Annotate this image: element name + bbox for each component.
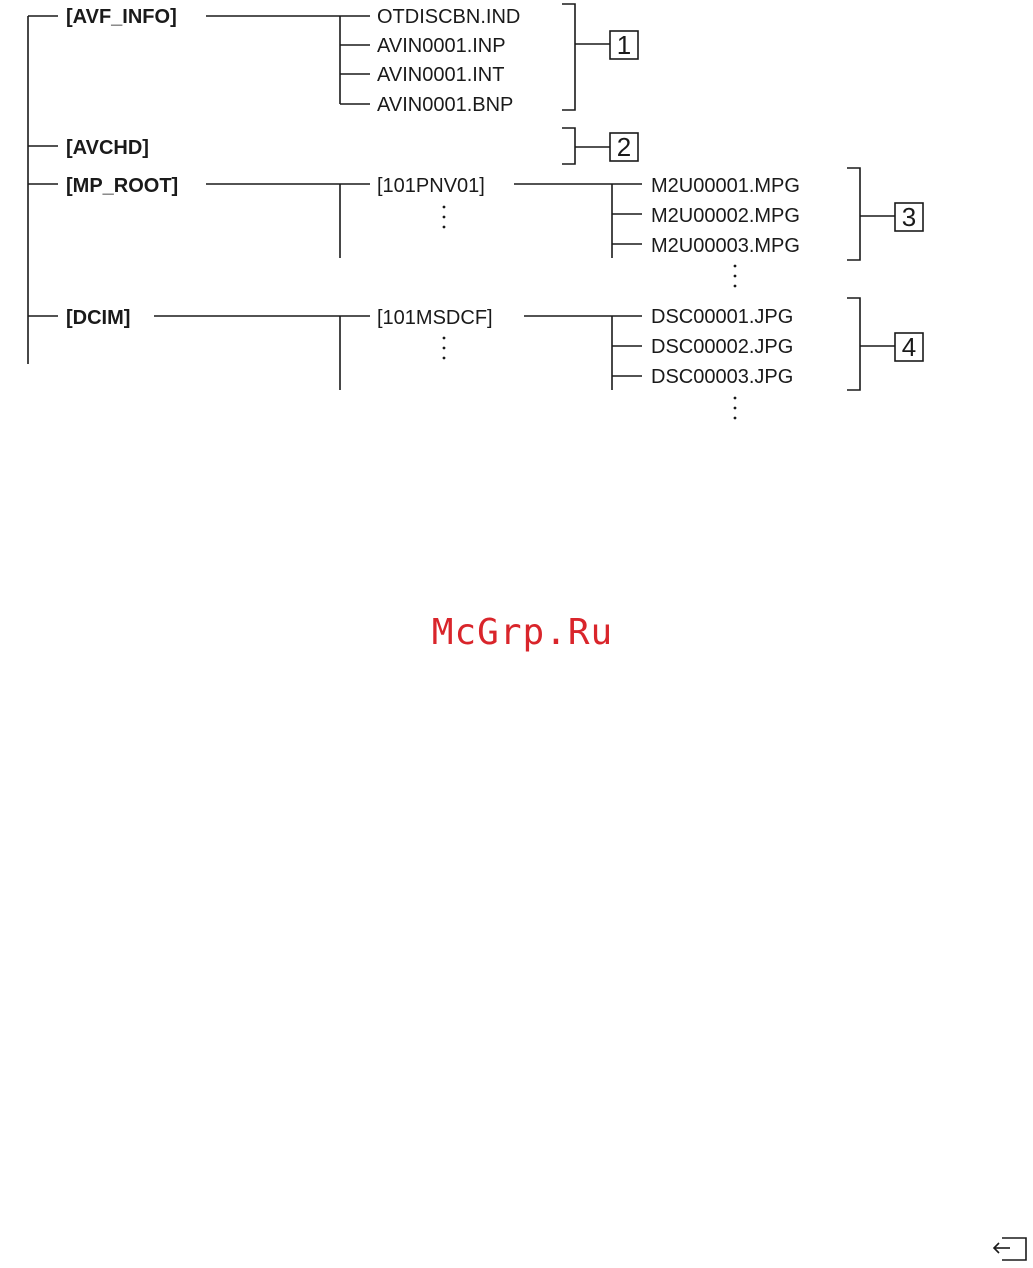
jpg-file-1: DSC00001.JPG	[651, 306, 793, 328]
mp-root-sub-ellipsis	[443, 206, 446, 229]
dcim-sub-ellipsis	[443, 337, 446, 360]
callout-3: 3	[902, 202, 916, 232]
jpg-file-2: DSC00002.JPG	[651, 336, 793, 358]
subfolder-101msdcf: [101MSDCF]	[377, 307, 493, 329]
avf-file-3: AVIN0001.INT	[377, 64, 504, 86]
mpg-file-1: M2U00001.MPG	[651, 175, 800, 197]
bracket-2	[562, 128, 575, 164]
bracket-3	[847, 168, 860, 260]
callout-2: 2	[617, 132, 631, 162]
avf-file-2: AVIN0001.INP	[377, 35, 506, 57]
watermark: McGrp.Ru	[0, 612, 1033, 653]
bracket-4	[847, 298, 860, 390]
subfolder-101pnv01: [101PNV01]	[377, 175, 485, 197]
return-arrow-icon[interactable]	[990, 1232, 1030, 1264]
folder-avf-info: [AVF_INFO]	[66, 6, 177, 28]
callout-4: 4	[902, 332, 916, 362]
mpg-file-2: M2U00002.MPG	[651, 205, 800, 227]
jpg-file-3: DSC00003.JPG	[651, 366, 793, 388]
mpg-files-ellipsis	[734, 265, 737, 288]
jpg-files-ellipsis	[734, 397, 737, 420]
folder-tree-diagram: [AVF_INFO] OTDISCBN.IND AVIN0001.INP AVI…	[0, 0, 1033, 440]
avf-file-1: OTDISCBN.IND	[377, 6, 520, 28]
bracket-1	[562, 4, 575, 110]
folder-mp-root: [MP_ROOT]	[66, 175, 178, 197]
folder-avchd: [AVCHD]	[66, 137, 149, 159]
folder-dcim: [DCIM]	[66, 307, 130, 329]
avf-file-4: AVIN0001.BNP	[377, 94, 513, 116]
callout-1: 1	[617, 30, 631, 60]
mpg-file-3: M2U00003.MPG	[651, 235, 800, 257]
